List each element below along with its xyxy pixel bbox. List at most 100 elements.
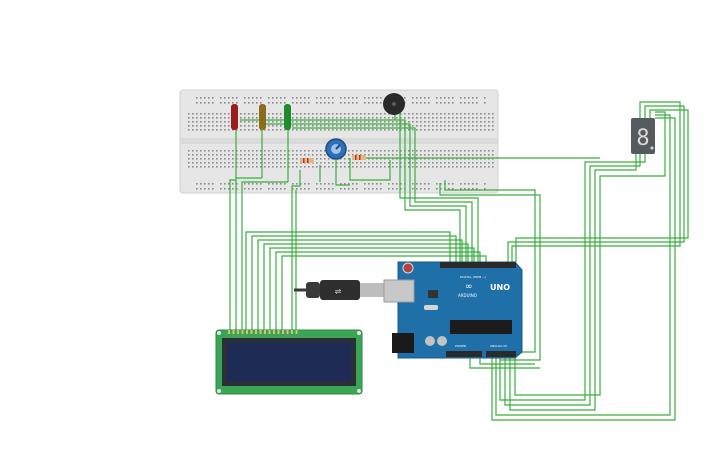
analog-header[interactable] xyxy=(486,351,516,357)
lcd-pin[interactable] xyxy=(259,330,262,334)
breadboard-hole xyxy=(260,154,262,156)
resistor-2[interactable] xyxy=(352,155,366,160)
usb-b-port[interactable] xyxy=(383,279,415,303)
breadboard-hole xyxy=(436,183,438,185)
breadboard-hole xyxy=(188,158,190,160)
wire[interactable] xyxy=(335,160,350,186)
breadboard-hole xyxy=(344,166,346,168)
wire[interactable] xyxy=(275,251,481,330)
lcd-pin[interactable] xyxy=(232,330,235,334)
lcd-pin[interactable] xyxy=(286,330,289,334)
resistor-1[interactable] xyxy=(300,158,314,163)
wire[interactable] xyxy=(257,239,463,330)
wire[interactable] xyxy=(514,111,666,396)
lcd-pin[interactable] xyxy=(246,330,248,334)
wire[interactable] xyxy=(240,119,461,262)
breadboard-hole xyxy=(296,121,298,123)
breadboard-hole xyxy=(216,166,218,168)
wire[interactable] xyxy=(444,180,536,353)
wire[interactable] xyxy=(509,152,637,411)
breadboard-hole xyxy=(272,166,274,168)
breadboard-hole xyxy=(412,183,414,185)
wire[interactable] xyxy=(511,101,681,262)
wire[interactable] xyxy=(479,358,535,365)
breadboard-hole xyxy=(368,154,370,156)
digital-header[interactable] xyxy=(440,262,516,268)
breadboard-hole xyxy=(372,97,374,99)
breadboard-hole xyxy=(440,158,442,160)
breadboard-hole xyxy=(428,125,430,127)
breadboard-hole xyxy=(324,117,326,119)
wire[interactable] xyxy=(491,117,676,421)
breadboard-hole xyxy=(468,113,470,115)
breadboard-hole xyxy=(400,129,402,131)
breadboard-hole xyxy=(444,162,446,164)
wire[interactable] xyxy=(292,127,473,262)
breadboard-hole xyxy=(396,150,398,152)
breadboard-hole xyxy=(224,158,226,160)
lcd-pin[interactable] xyxy=(277,330,280,334)
wire[interactable] xyxy=(439,183,541,361)
wire[interactable] xyxy=(507,105,685,262)
lcd-pin[interactable] xyxy=(282,330,284,334)
wire[interactable] xyxy=(241,181,288,330)
wire[interactable] xyxy=(291,170,301,330)
wire[interactable] xyxy=(251,235,457,330)
buzzer[interactable] xyxy=(383,93,405,115)
reset-button[interactable] xyxy=(402,262,414,274)
breadboard-hole xyxy=(296,129,298,131)
breadboard-hole xyxy=(472,97,474,99)
wire[interactable] xyxy=(515,109,689,262)
potentiometer[interactable] xyxy=(325,138,347,160)
breadboard-hole xyxy=(408,125,410,127)
power-jack[interactable] xyxy=(392,333,414,353)
breadboard-hole xyxy=(232,183,234,185)
wire[interactable] xyxy=(269,247,475,330)
breadboard-hole xyxy=(236,166,238,168)
wire[interactable] xyxy=(469,358,540,369)
seven-segment-display[interactable]: 8 xyxy=(631,118,655,154)
breadboard-hole xyxy=(364,125,366,127)
lcd-pin[interactable] xyxy=(273,330,275,334)
breadboard-hole xyxy=(412,162,414,164)
breadboard-hole xyxy=(348,129,350,131)
breadboard-hole xyxy=(360,121,362,123)
lcd-pin[interactable] xyxy=(295,330,298,334)
lcd-pin[interactable] xyxy=(255,330,257,334)
wire[interactable] xyxy=(281,255,487,330)
led-red[interactable] xyxy=(231,104,238,130)
wire[interactable] xyxy=(399,112,479,262)
breadboard-hole xyxy=(252,166,254,168)
wire[interactable] xyxy=(245,231,451,330)
lcd-pin[interactable] xyxy=(264,330,266,334)
lcd-display[interactable] xyxy=(215,329,363,395)
lcd-pin[interactable] xyxy=(268,330,271,334)
breadboard-hole xyxy=(344,183,346,185)
usb-cable[interactable]: ⇌ xyxy=(294,280,384,300)
wire[interactable] xyxy=(499,152,646,401)
wire[interactable] xyxy=(229,179,236,330)
breadboard-hole xyxy=(372,102,374,104)
lcd-pin[interactable] xyxy=(237,330,239,334)
wire[interactable] xyxy=(263,243,469,330)
wire[interactable] xyxy=(504,152,641,406)
breadboard-hole xyxy=(288,150,290,152)
breadboard-hole xyxy=(332,183,334,185)
led-yellow[interactable] xyxy=(259,104,266,130)
lcd-pin[interactable] xyxy=(241,330,244,334)
led-green[interactable] xyxy=(284,104,291,130)
power-header[interactable] xyxy=(446,351,482,357)
breadboard-hole xyxy=(252,113,254,115)
lcd-pin[interactable] xyxy=(228,330,230,334)
wire[interactable] xyxy=(266,123,467,262)
arduino-uno[interactable]: ∞ UNO ARDUINO DIGITAL (PWM ~) POWER ANAL… xyxy=(383,261,523,359)
breadboard-hole xyxy=(204,150,206,152)
lcd-pin[interactable] xyxy=(291,330,293,334)
breadboard-hole xyxy=(332,125,334,127)
wire[interactable] xyxy=(495,114,671,416)
breadboard-hole xyxy=(372,125,374,127)
breadboard-hole xyxy=(200,102,202,104)
wire[interactable] xyxy=(349,158,391,181)
breadboard-hole xyxy=(412,102,414,104)
lcd-pin[interactable] xyxy=(250,330,253,334)
